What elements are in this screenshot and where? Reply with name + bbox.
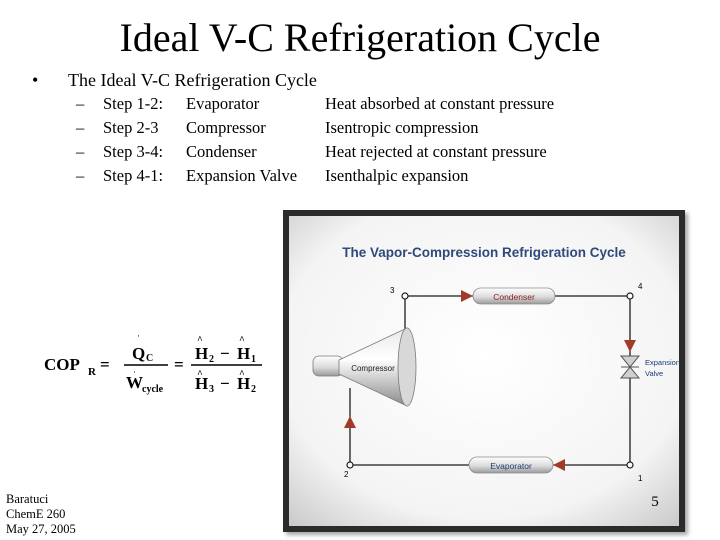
- enthalpy-subscript: 2: [251, 384, 256, 395]
- compressor-unit: [312, 327, 417, 407]
- expansion-valve-icon: [619, 355, 641, 379]
- expansion-valve-label: Valve: [645, 369, 663, 378]
- cop-subscript: R: [88, 366, 97, 378]
- slide-title: Ideal V-C Refrigeration Cycle: [119, 15, 601, 60]
- enthalpy-subscript: 3: [209, 384, 214, 395]
- step-description: Isenthalpic expansion: [325, 166, 469, 185]
- flow-arrow-icon: [553, 459, 565, 471]
- evaporator-unit: [468, 456, 554, 474]
- dash-marker: –: [76, 118, 85, 137]
- bullet-heading: The Ideal V-C Refrigeration Cycle: [68, 70, 317, 90]
- step-label: Step 4-1:: [103, 166, 164, 185]
- heat-symbol: Q: [132, 344, 145, 363]
- state-point-1: [626, 461, 634, 469]
- rate-dot-mark: ·: [137, 331, 140, 341]
- point-label-2: 2: [344, 470, 349, 479]
- compressor-label: Compressor: [351, 364, 395, 373]
- flow-arrow-icon: [624, 340, 636, 352]
- enthalpy-symbol: H: [237, 344, 250, 363]
- hat-mark: ^: [197, 335, 203, 346]
- point-label-1: 1: [638, 474, 643, 483]
- enthalpy-symbol: H: [195, 344, 208, 363]
- dash-marker: –: [76, 94, 85, 113]
- dash-marker: –: [76, 166, 85, 185]
- work-symbol: W: [126, 373, 143, 392]
- dash-marker: –: [76, 142, 85, 161]
- diagram-title: The Vapor-Compression Refrigeration Cycl…: [342, 245, 626, 260]
- equals-sign: =: [174, 355, 184, 374]
- point-label-3: 3: [390, 286, 395, 295]
- enthalpy-subscript: 2: [209, 354, 214, 365]
- step-component: Expansion Valve: [186, 166, 298, 185]
- rate-dot-mark: ·: [133, 367, 136, 377]
- step-label: Step 2-3: [103, 118, 159, 137]
- hat-mark: ^: [197, 369, 203, 380]
- enthalpy-subscript: 1: [251, 354, 256, 365]
- heat-subscript: C: [146, 353, 153, 364]
- state-point-2: [346, 461, 354, 469]
- bullet-point-icon: •: [32, 70, 39, 90]
- cop-equation: COP R = · Q C · W cycle = ^ H 2 − ^ H 1 …: [40, 330, 290, 400]
- page-number: 5: [651, 494, 659, 510]
- step-description: Heat rejected at constant pressure: [325, 142, 547, 161]
- enthalpy-symbol: H: [237, 374, 250, 393]
- hat-mark: ^: [239, 335, 245, 346]
- equals-sign: =: [100, 355, 110, 374]
- step-component: Compressor: [186, 118, 266, 137]
- footer-date: May 27, 2005: [6, 522, 76, 536]
- step-description: Heat absorbed at constant pressure: [325, 94, 555, 113]
- slide-footer: Baratuci ChemE 260 May 27, 2005: [6, 492, 76, 537]
- step-component: Evaporator: [186, 94, 260, 113]
- minus-sign: −: [220, 344, 230, 363]
- minus-sign: −: [220, 374, 230, 393]
- condenser-unit: [472, 287, 556, 305]
- flow-arrow-icon: [344, 416, 356, 428]
- cop-label: COP: [44, 355, 80, 374]
- expansion-valve-label: Expansion: [645, 358, 680, 367]
- flow-arrow-icon: [461, 290, 473, 302]
- hat-mark: ^: [239, 369, 245, 380]
- step-label: Step 3-4:: [103, 142, 164, 161]
- point-label-4: 4: [638, 282, 643, 291]
- work-subscript: cycle: [142, 384, 164, 395]
- state-point-3: [401, 292, 409, 300]
- step-description: Isentropic compression: [325, 118, 479, 137]
- evaporator-label: Evaporator: [490, 461, 532, 471]
- step-component: Condenser: [186, 142, 257, 161]
- enthalpy-symbol: H: [195, 374, 208, 393]
- footer-course: ChemE 260: [6, 507, 66, 521]
- footer-author: Baratuci: [6, 492, 49, 506]
- refrigeration-cycle-diagram: The Vapor-Compression Refrigeration Cycl…: [283, 210, 685, 532]
- state-point-4: [626, 292, 634, 300]
- step-label: Step 1-2:: [103, 94, 164, 113]
- condenser-label: Condenser: [493, 292, 535, 302]
